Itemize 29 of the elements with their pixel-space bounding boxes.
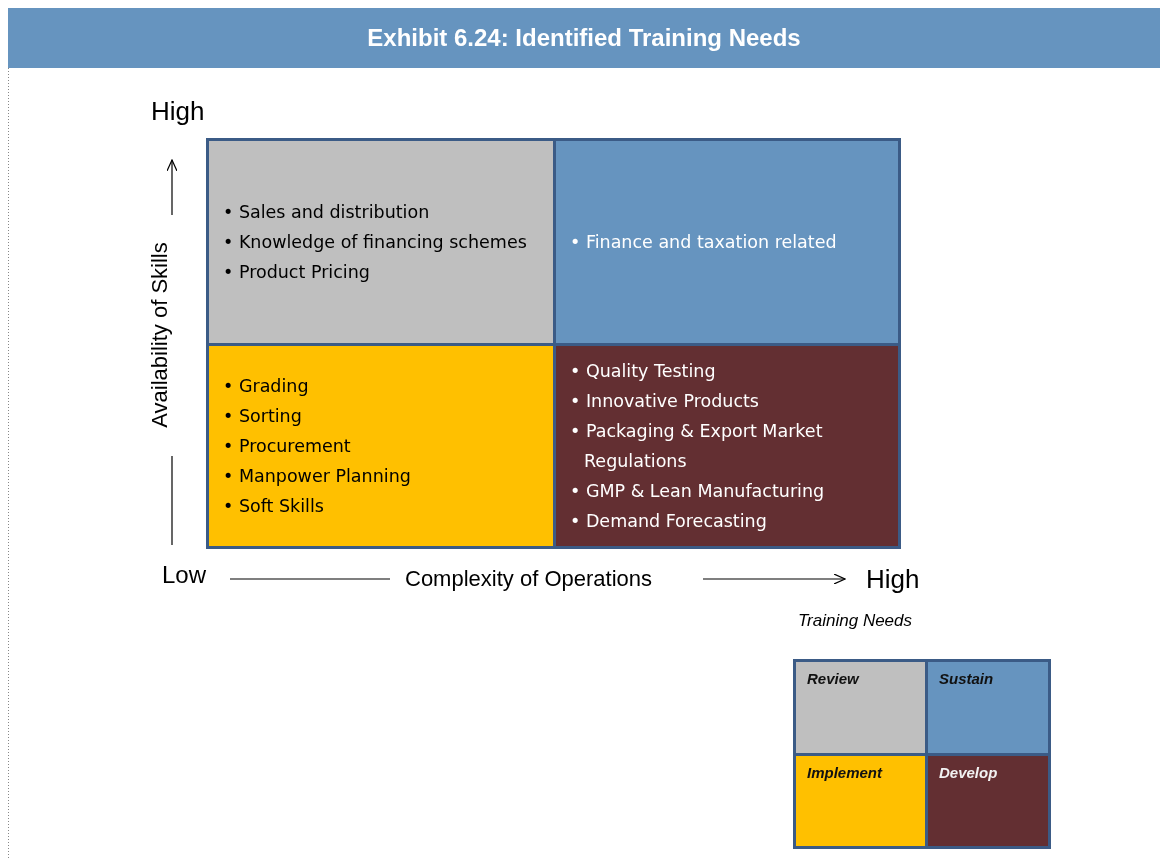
bullet-item: • Innovative Products xyxy=(570,390,760,413)
bullet-item: • Sales and distribution xyxy=(223,201,431,224)
axis-label: High xyxy=(151,96,205,127)
bullet-item: • Grading xyxy=(223,375,310,398)
legend-label: Review xyxy=(807,670,859,687)
bullet-item: • Quality Testing xyxy=(570,360,717,383)
legend-label: Implement xyxy=(807,764,882,781)
bullet-item: • Sorting xyxy=(223,405,303,428)
bullet-item: • Packaging & Export Market Regulations xyxy=(570,420,824,473)
legend-label: Develop xyxy=(939,764,998,781)
legend-title: Training Needs xyxy=(798,611,913,631)
axis-label: Low xyxy=(162,561,207,589)
axis-label: High xyxy=(866,564,920,595)
quadrant-box xyxy=(206,138,556,346)
bullet-item: • Demand Forecasting xyxy=(570,510,768,533)
title-banner: Exhibit 6.24: Identified Training Needs xyxy=(8,8,1160,68)
quadrant-box xyxy=(553,138,901,346)
bullet-item: • Procurement xyxy=(223,435,352,458)
quadrant-box xyxy=(553,343,901,549)
legend-label: Sustain xyxy=(939,670,994,687)
bullet-item: • Manpower Planning xyxy=(223,465,412,488)
bullet-item: • Product Pricing xyxy=(223,261,371,284)
bullet-item: • Knowledge of financing schemes xyxy=(223,231,528,254)
bullet-item: • GMP & Lean Manufacturing xyxy=(570,480,826,503)
axis-title: Availability of Skills xyxy=(147,242,173,428)
bullet-item: • Soft Skills xyxy=(223,495,325,518)
quadrant-box xyxy=(206,343,556,549)
axis-title: Complexity of Operations xyxy=(405,566,652,592)
bullet-item: • Finance and taxation related xyxy=(570,231,838,254)
